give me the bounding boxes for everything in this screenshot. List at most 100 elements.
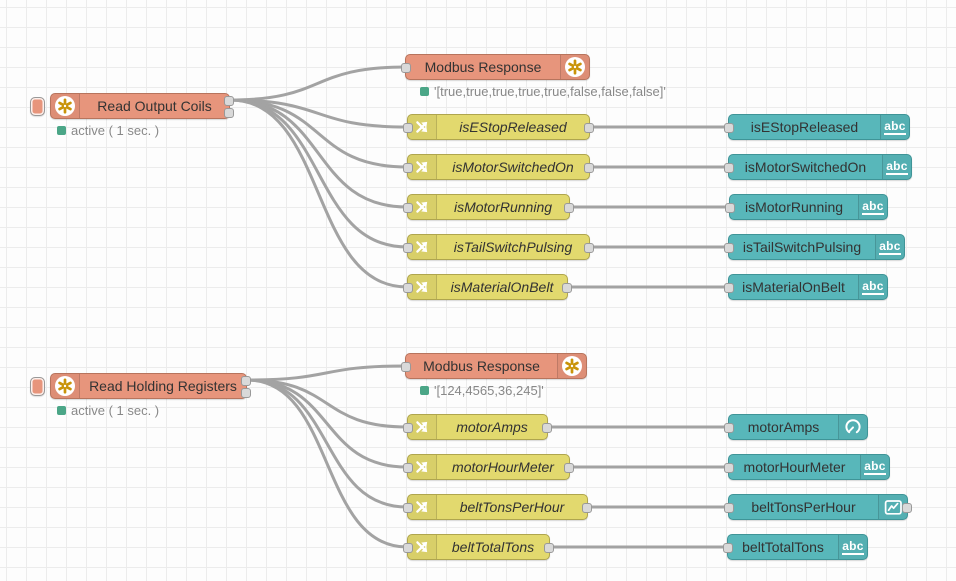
modbus-read-node-read-output-coils[interactable]: Read Output Coils bbox=[30, 93, 234, 119]
status-dot bbox=[420, 87, 429, 96]
modbus-response-node-modbus-response[interactable]: Modbus Response bbox=[401, 353, 587, 379]
inject-button[interactable] bbox=[30, 97, 45, 116]
node-label: motorAmps bbox=[747, 419, 820, 435]
change-node-motoramps[interactable]: motorAmps bbox=[403, 414, 552, 440]
text-abc-icon: abc bbox=[886, 158, 908, 175]
modbus-flower-icon bbox=[565, 57, 585, 77]
node-label: motorHourMeter bbox=[452, 459, 554, 475]
change-shuffle-icon bbox=[413, 158, 431, 176]
input-port[interactable] bbox=[403, 203, 413, 213]
input-port[interactable] bbox=[724, 163, 734, 173]
change-shuffle-icon bbox=[413, 238, 431, 256]
change-shuffle-icon bbox=[413, 118, 431, 136]
change-shuffle-icon bbox=[413, 498, 431, 516]
wire-read-output-coils-to-isestopreleased[interactable] bbox=[228, 98, 409, 129]
change-shuffle-icon bbox=[413, 198, 431, 216]
input-port[interactable] bbox=[725, 203, 735, 213]
gauge-icon bbox=[844, 418, 862, 436]
node-status-modbus-response: '[124,4565,36,245]' bbox=[420, 383, 544, 398]
text-abc-icon: abc bbox=[884, 118, 906, 135]
wire-read-holding-registers-to-belttotaltons[interactable] bbox=[245, 378, 409, 549]
status-text: '[124,4565,36,245]' bbox=[434, 383, 544, 398]
change-node-isestopreleased[interactable]: isEStopReleased bbox=[403, 114, 594, 140]
text-abc-icon: abc bbox=[862, 198, 884, 215]
input-port[interactable] bbox=[403, 283, 413, 293]
node-label: Modbus Response bbox=[423, 358, 540, 374]
change-node-ismotorrunning[interactable]: isMotorRunning bbox=[403, 194, 574, 220]
input-port[interactable] bbox=[403, 163, 413, 173]
status-text: active ( 1 sec. ) bbox=[71, 123, 160, 138]
input-port[interactable] bbox=[723, 543, 733, 553]
change-node-belttotaltons[interactable]: beltTotalTons bbox=[403, 534, 554, 560]
node-status-modbus-response: '[true,true,true,true,true,false,false,f… bbox=[420, 84, 666, 99]
output-port[interactable] bbox=[564, 203, 574, 213]
status-dot bbox=[57, 126, 66, 135]
output-port-1[interactable] bbox=[241, 388, 251, 398]
ui-node-belttonsperhour[interactable]: beltTonsPerHour bbox=[724, 494, 912, 520]
status-text: active ( 1 sec. ) bbox=[71, 403, 160, 418]
output-port-0[interactable] bbox=[241, 376, 251, 386]
input-port[interactable] bbox=[724, 423, 734, 433]
input-port[interactable] bbox=[724, 283, 734, 293]
wire-read-output-coils-to-modbus-response[interactable] bbox=[228, 65, 407, 102]
wire-read-holding-registers-to-modbus-response[interactable] bbox=[245, 364, 407, 382]
node-label: beltTotalTons bbox=[742, 539, 824, 555]
input-port[interactable] bbox=[403, 423, 413, 433]
change-node-belttonsperhour[interactable]: beltTonsPerHour bbox=[403, 494, 592, 520]
ui-node-isestopreleased[interactable]: isEStopReleased abc bbox=[724, 114, 910, 140]
modbus-flower-icon bbox=[55, 96, 75, 116]
wire-read-holding-registers-to-motoramps[interactable] bbox=[245, 378, 409, 429]
output-port[interactable] bbox=[584, 243, 594, 253]
output-port[interactable] bbox=[564, 463, 574, 473]
node-label: isMaterialOnBelt bbox=[450, 279, 554, 295]
output-port[interactable] bbox=[584, 123, 594, 133]
input-port[interactable] bbox=[403, 123, 413, 133]
change-node-ismotorswitchedon[interactable]: isMotorSwitchedOn bbox=[403, 154, 594, 180]
output-port-1[interactable] bbox=[224, 108, 234, 118]
input-port[interactable] bbox=[401, 63, 411, 73]
change-node-ismaterialonbelt[interactable]: isMaterialOnBelt bbox=[403, 274, 572, 300]
wire-read-output-coils-to-ismotorrunning[interactable] bbox=[228, 98, 409, 209]
node-label: isMaterialOnBelt bbox=[742, 279, 845, 295]
ui-node-motoramps[interactable]: motorAmps bbox=[724, 414, 868, 440]
input-port[interactable] bbox=[403, 463, 413, 473]
input-port[interactable] bbox=[403, 543, 413, 553]
input-port[interactable] bbox=[724, 463, 734, 473]
modbus-response-node-modbus-response[interactable]: Modbus Response bbox=[401, 54, 590, 80]
wire-read-holding-registers-to-motorhourmeter[interactable] bbox=[245, 378, 409, 469]
text-abc-icon: abc bbox=[879, 238, 901, 255]
output-port[interactable] bbox=[902, 503, 912, 513]
output-port[interactable] bbox=[542, 423, 552, 433]
wire-read-output-coils-to-istailswitchpulsing[interactable] bbox=[228, 98, 409, 249]
output-port[interactable] bbox=[582, 503, 592, 513]
wire-read-output-coils-to-ismotorswitchedon[interactable] bbox=[228, 98, 409, 169]
output-port-0[interactable] bbox=[224, 96, 234, 106]
node-label: isEStopReleased bbox=[750, 119, 859, 135]
output-port[interactable] bbox=[584, 163, 594, 173]
change-node-istailswitchpulsing[interactable]: isTailSwitchPulsing bbox=[403, 234, 594, 260]
modbus-read-node-read-holding-registers[interactable]: Read Holding Registers bbox=[30, 373, 251, 399]
input-port[interactable] bbox=[724, 123, 734, 133]
wire-read-output-coils-to-ismaterialonbelt[interactable] bbox=[228, 98, 409, 289]
node-label: beltTonsPerHour bbox=[459, 499, 565, 515]
chart-icon bbox=[884, 499, 903, 516]
input-port[interactable] bbox=[401, 362, 411, 372]
wire-read-holding-registers-to-belttonsperhour[interactable] bbox=[245, 378, 409, 509]
inject-button[interactable] bbox=[30, 377, 45, 396]
node-label: isMotorSwitchedOn bbox=[452, 159, 574, 175]
change-node-motorhourmeter[interactable]: motorHourMeter bbox=[403, 454, 574, 480]
output-port[interactable] bbox=[562, 283, 572, 293]
input-port[interactable] bbox=[403, 243, 413, 253]
input-port[interactable] bbox=[724, 243, 734, 253]
output-port[interactable] bbox=[544, 543, 554, 553]
node-label: Modbus Response bbox=[424, 59, 542, 75]
input-port[interactable] bbox=[724, 503, 734, 513]
input-port[interactable] bbox=[403, 503, 413, 513]
